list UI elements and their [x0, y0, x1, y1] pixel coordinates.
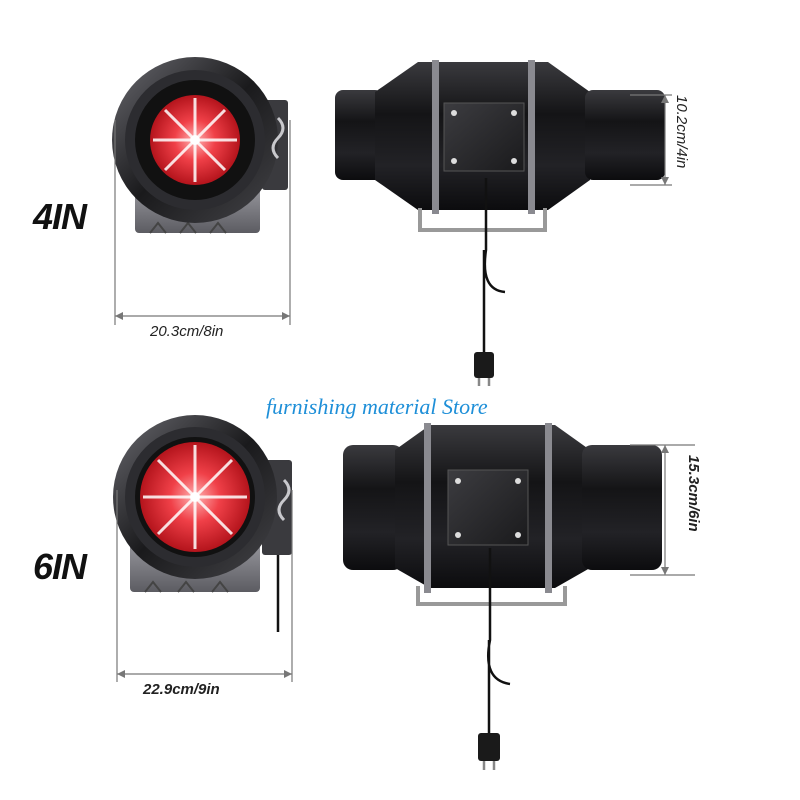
inlet-pipe	[335, 90, 383, 180]
power-plug	[474, 352, 494, 378]
junction-box	[443, 102, 525, 172]
clamp-latch	[277, 478, 291, 522]
power-cord	[487, 548, 511, 735]
junction-box	[447, 469, 529, 546]
width-dimension-4in: 20.3cm/8in	[150, 323, 224, 340]
diameter-dimension-6in: 15.3cm/6in	[685, 455, 702, 532]
clamp-latch	[271, 116, 285, 160]
inlet-pipe	[343, 445, 403, 570]
width-dimension-line-6in	[116, 490, 293, 682]
size-label-4in: 4IN	[33, 196, 87, 237]
outlet-pipe	[585, 90, 665, 180]
fan-side-view-4in	[335, 60, 665, 386]
diameter-dimension-line-6in	[630, 444, 695, 576]
mount-bracket	[416, 586, 567, 606]
power-plug	[478, 733, 500, 761]
outlet-pipe	[582, 445, 662, 570]
diameter-dimension-line-4in	[630, 94, 672, 186]
diameter-dimension-4in: 10.2cm/4in	[673, 95, 690, 169]
width-dimension-line-4in	[114, 120, 291, 325]
fan-front-view-4in	[112, 57, 288, 234]
fan-side-view-6in	[343, 423, 662, 770]
mount-bracket	[418, 208, 547, 232]
power-cord	[482, 178, 506, 355]
width-dimension-6in: 22.9cm/9in	[143, 681, 220, 698]
store-watermark: furnishing material Store	[266, 394, 488, 419]
fan-front-view-6in	[113, 415, 292, 632]
size-label-6in: 6IN	[33, 546, 87, 587]
